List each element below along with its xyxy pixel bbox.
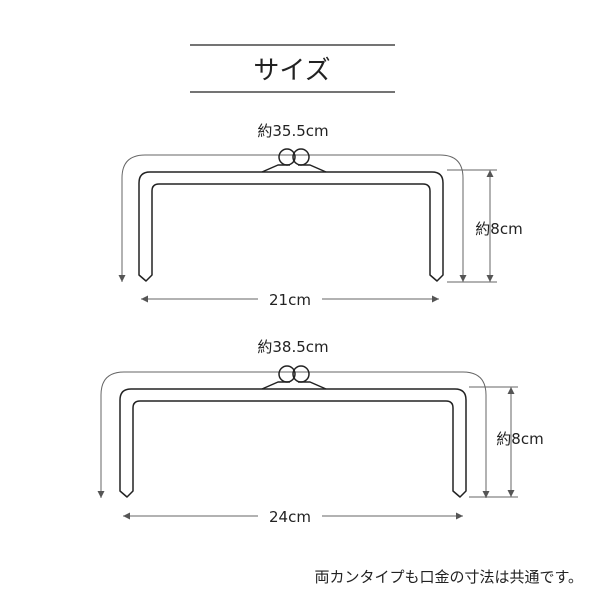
frame-diagram-21cm: 約35.5cm 約8cm 21cm [118,122,523,309]
arc-length-dimension [118,154,467,282]
arc-length-label: 約38.5cm [257,338,328,356]
height-label: 約8cm [496,430,543,448]
title: サイズ [253,56,330,86]
arc-length-dimension [97,371,490,498]
clasp-knobs [261,365,327,390]
title-block: サイズ [190,44,395,93]
footer-note: 両カンタイプも口金の寸法は共通です。 [314,568,583,586]
clasp-knobs [261,148,327,173]
width-label: 21cm [269,291,311,309]
width-label: 24cm [269,508,311,526]
frame-diagram-24cm: 約38.5cm 約8cm 24cm [97,338,544,526]
purse-frame [138,171,444,282]
height-label: 約8cm [475,220,522,238]
arc-length-label: 約35.5cm [257,122,328,140]
purse-frame [119,388,467,498]
